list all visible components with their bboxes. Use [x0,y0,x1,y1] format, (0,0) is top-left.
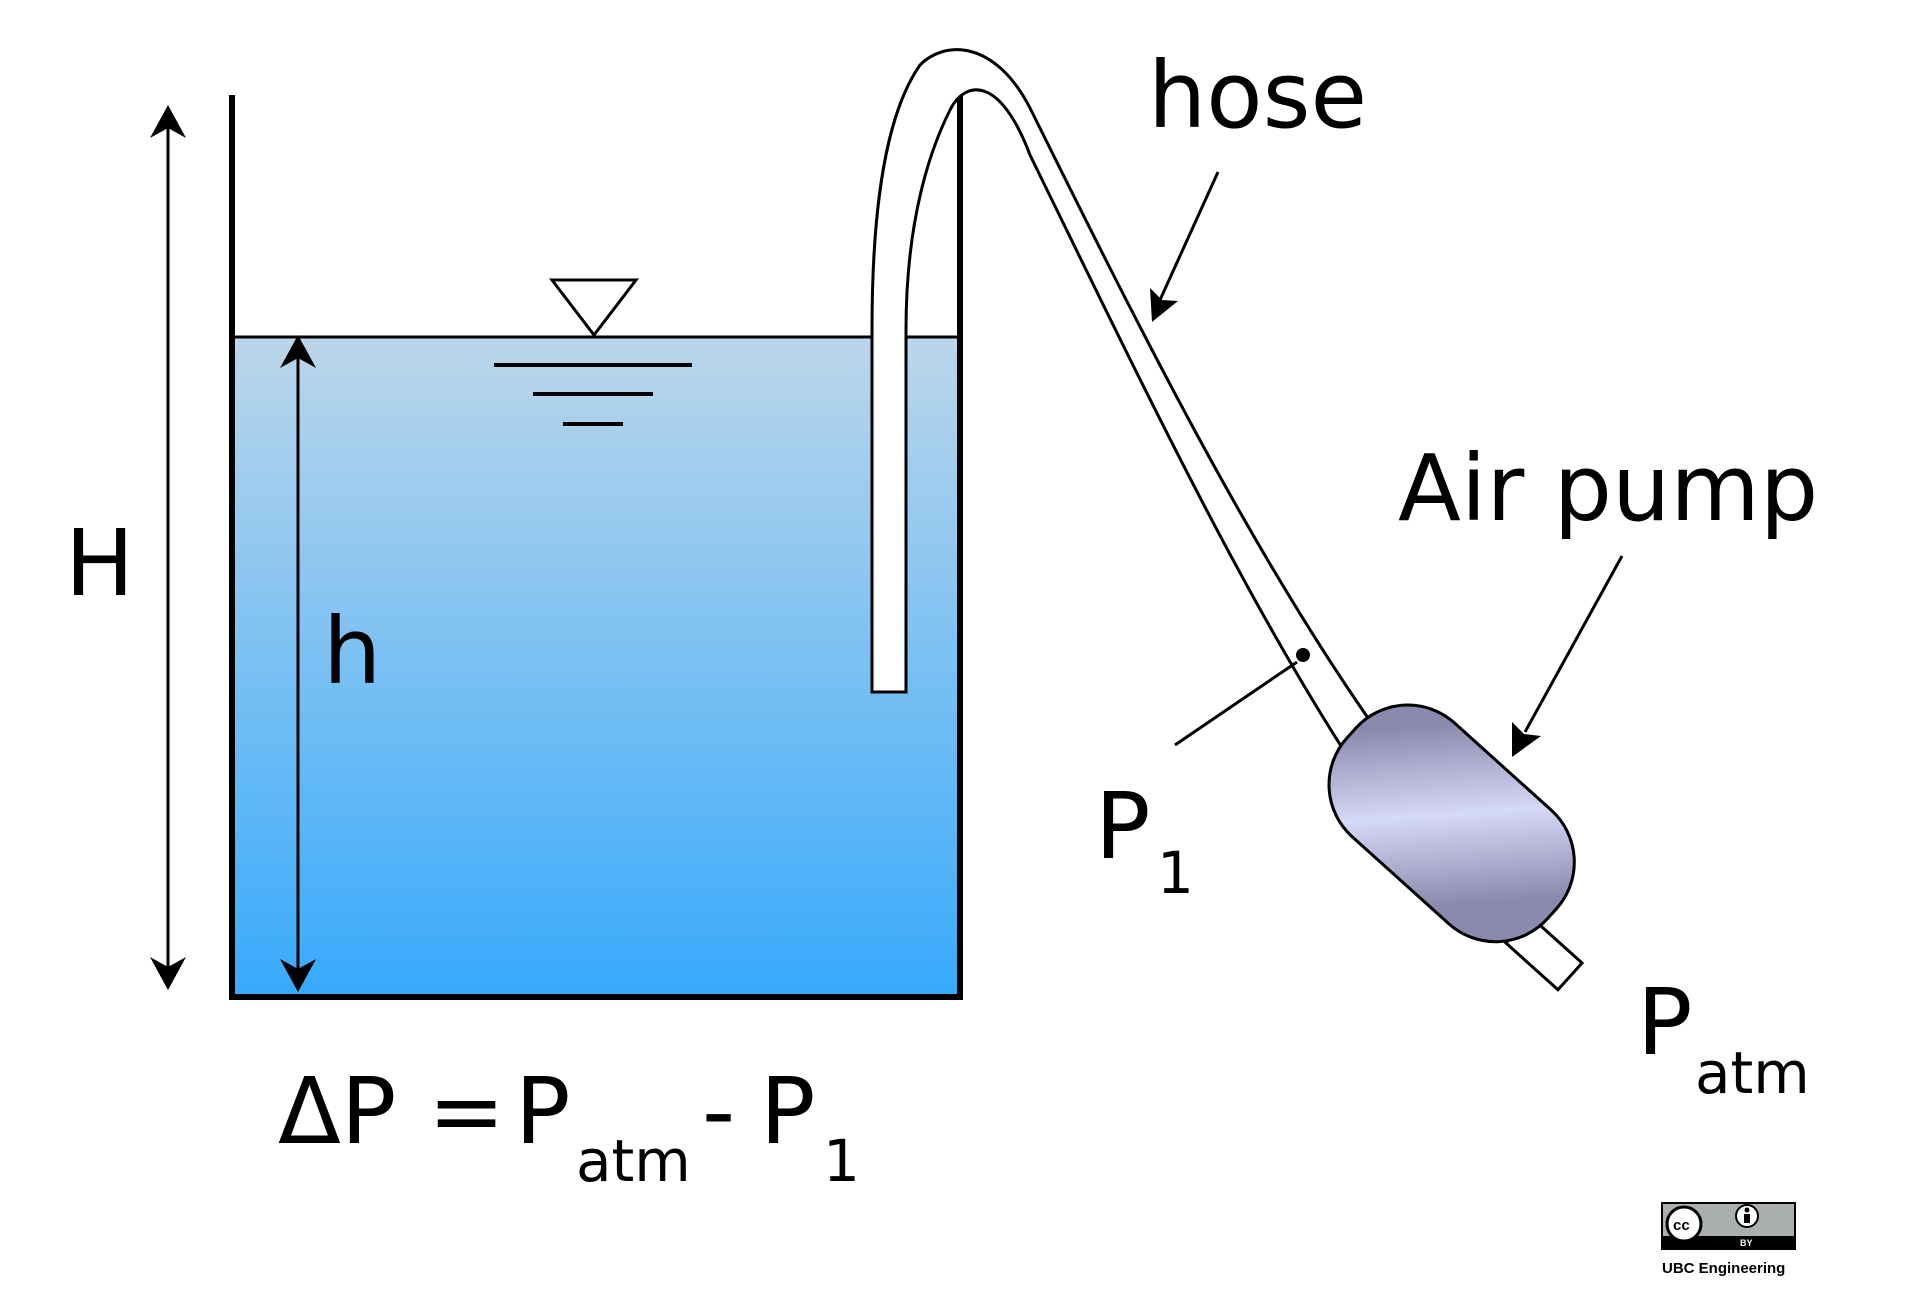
cc-icon [1665,1205,1703,1243]
svg-text:atm: atm [576,1127,691,1195]
label-p1: P 1 [1095,773,1194,907]
water-fill [232,337,959,997]
svg-text:P: P [1095,773,1150,880]
hose-pointer [1150,171,1220,322]
svg-text:=: = [428,1058,505,1165]
svg-text:P: P [1637,969,1692,1076]
label-patm: P atm [1637,969,1810,1107]
air-pump [1327,703,1585,992]
pressure-equation: ΔP = P atm - P 1 [278,1058,860,1195]
tank-wall [229,95,963,1000]
svg-text:1: 1 [1157,839,1194,907]
air-pump-pointer [1512,555,1624,757]
svg-text:P: P [515,1058,570,1165]
label-air-pump: Air pump [1398,435,1818,542]
height-H-arrow [150,105,186,990]
credit-text: UBC Engineering [1662,1260,1785,1277]
svg-text:ΔP: ΔP [278,1058,396,1165]
label-hose: hose [1148,42,1367,149]
svg-text:1: 1 [823,1127,860,1195]
svg-text:BY: BY [1740,1238,1753,1248]
svg-text:-: - [702,1058,735,1165]
p1-point [1296,648,1310,662]
cc-by-license-badge: cc BY UBC Engineering [1661,1202,1796,1277]
label-H: H [65,510,134,617]
height-h-arrow [280,335,316,992]
svg-text:P: P [760,1058,815,1165]
svg-text:cc: cc [1673,1217,1690,1234]
p1-leader [1174,660,1298,747]
label-h: h [323,598,381,705]
free-surface-symbol [494,278,692,426]
svg-text:atm: atm [1695,1039,1810,1107]
